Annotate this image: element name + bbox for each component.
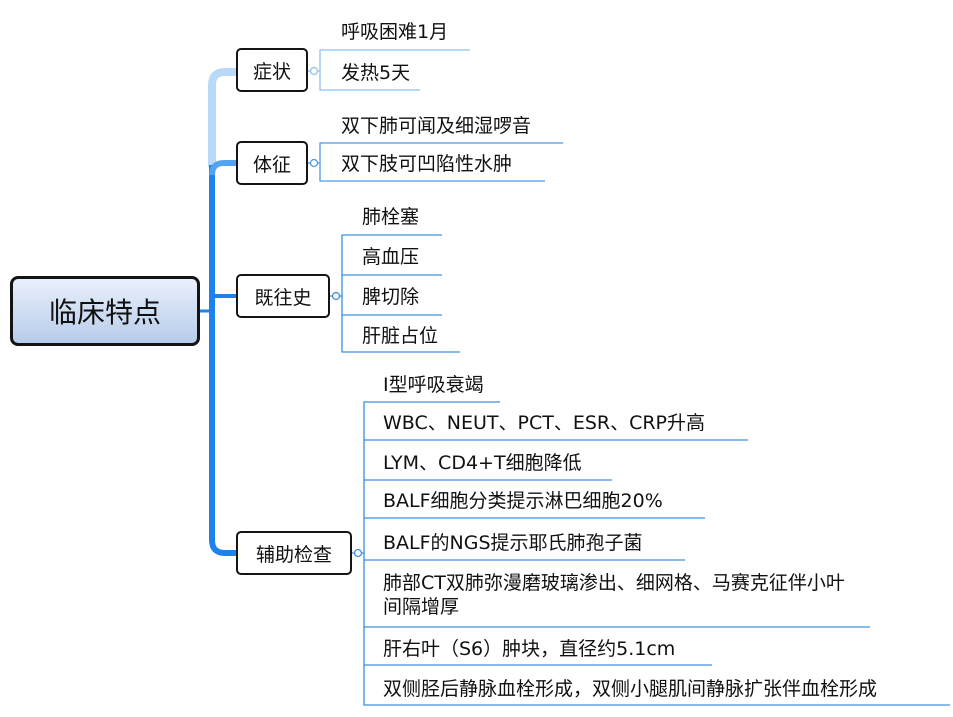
leaf-sign-2: 双下肢可凹陷性水肿 [341, 153, 513, 175]
category-history[interactable]: 既往史 [236, 274, 330, 318]
leaf-history-2: 高血压 [362, 246, 420, 268]
leaf-exam-1: I型呼吸衰竭 [383, 374, 484, 396]
leaf-lines-exam [352, 401, 950, 706]
root-node[interactable]: 临床特点 [10, 276, 200, 346]
leaf-symptom-2: 发热5天 [341, 62, 411, 84]
trunk-link-exam [209, 539, 236, 556]
leaf-exam-3: LYM、CD4+T细胞降低 [383, 452, 582, 474]
leaf-exam-4: BALF细胞分类提示淋巴细胞20% [383, 490, 663, 512]
category-symptoms[interactable]: 症状 [236, 48, 308, 92]
leaf-exam-7: 肝右叶（S6）肿块，直径约5.1cm [383, 638, 676, 660]
leaf-exam-2: WBC、NEUT、PCT、ESR、CRP升高 [383, 412, 706, 434]
leaf-exam-6: 肺部CT双肺弥漫磨玻璃渗出、细网格、马赛克征伴小叶间隔增厚 [383, 572, 845, 618]
leaf-history-1: 肺栓塞 [362, 206, 420, 228]
leaf-symptom-1: 呼吸困难1月 [341, 21, 449, 43]
leaf-lines-symptoms [308, 49, 470, 91]
leaf-exam-8: 双侧胫后静脉血栓形成，双侧小腿肌间静脉扩张伴血栓形成 [383, 678, 878, 700]
leaf-exam-5: BALF的NGS提示耶氏肺孢子菌 [383, 532, 643, 554]
trunk-link-signs [209, 160, 236, 176]
category-signs[interactable]: 体征 [236, 141, 308, 185]
leaf-lines-history [330, 234, 460, 353]
leaf-lines-signs [308, 142, 563, 182]
leaf-history-3: 脾切除 [362, 286, 420, 308]
trunk-link-symptoms [208, 68, 240, 169]
leaf-history-4: 肝脏占位 [362, 325, 439, 347]
category-exam[interactable]: 辅助检查 [236, 531, 352, 575]
leaf-sign-1: 双下肺可闻及细湿啰音 [341, 115, 532, 137]
